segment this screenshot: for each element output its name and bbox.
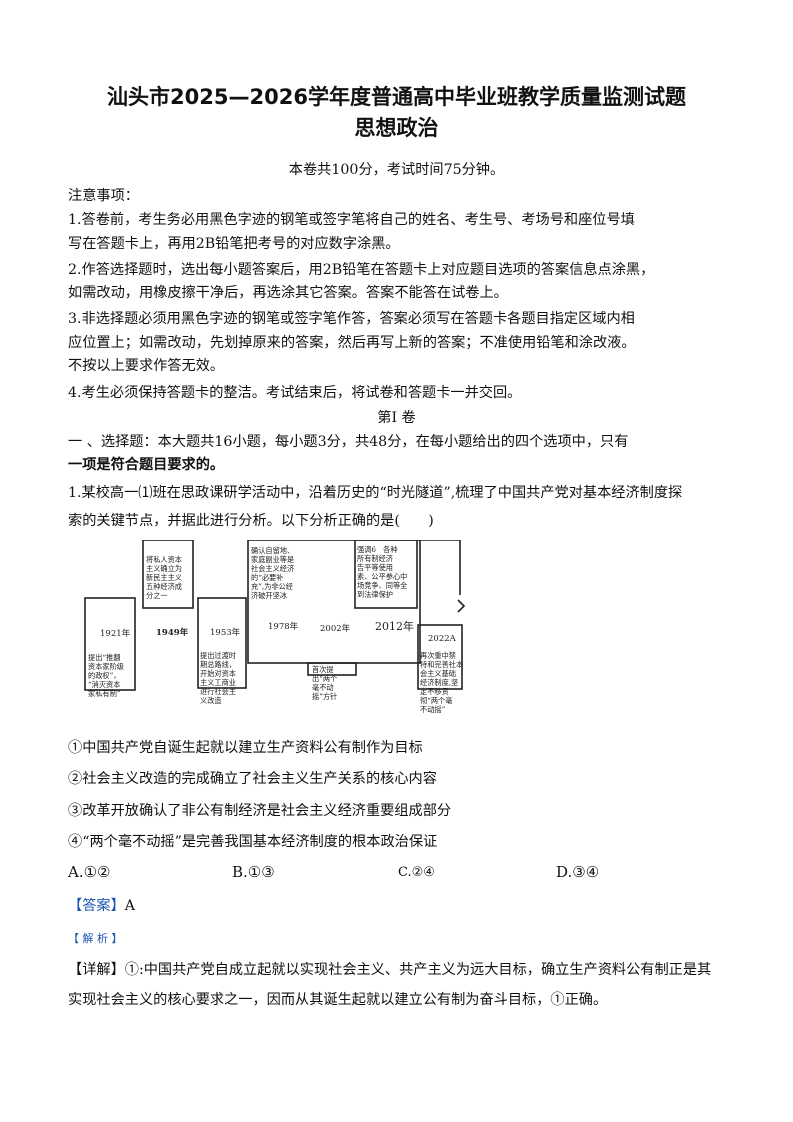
volume-heading: 第I 卷 (377, 410, 416, 426)
notice-4-line: 4.考生必须保持答题卡的整洁。考试结束后，将试卷和答题卡一并交回。 (68, 385, 522, 401)
diagram-note-1953: 开始对资本 (200, 669, 236, 678)
diagram-note-2022: 经济制度,坚 (420, 678, 458, 687)
subject-title: 思想政治 (354, 116, 439, 140)
box-1949 (142, 540, 194, 609)
statement-2: ②社会主义改造的完成确立了社会主义生产关系的核心内容 (68, 771, 437, 787)
diagram-note-2002: 毫不动 (312, 683, 334, 692)
diagram-note-2022: 特和完善社本 (420, 660, 463, 669)
notice-3-line: 应位置上；如需改动，先划掉原来的答案，然后再写上新的答案；不准使用铅笔和涂改液。 (68, 335, 636, 351)
diagram-note-1953: 义改造 (200, 696, 222, 705)
timeline-diagram: 1921年 1949年 1953年 1978年 2002年 2012年 2022… (84, 540, 466, 714)
diagram-note-2012: 到法律保护 (357, 590, 393, 599)
detail-line: 【详解】①:中国共产党自成立起就以实现社会主义、共产主义为远大目标，确立生产资料… (68, 962, 712, 978)
diagram-note-1978: 的“必要补 (251, 573, 283, 582)
diagram-note-2022: 会主义基础 (420, 669, 456, 678)
exam-info: 本卷共100分，考试时间75分钟。 (288, 162, 505, 178)
diagram-note-1921: 资本家阶级 (88, 662, 124, 671)
diagram-note-2002: 出“两个 (312, 674, 337, 683)
detail-line: 实现社会主义的核心要求之一，因而从其诞生起就以建立公有制为奋斗目标，①正确。 (68, 992, 608, 1008)
diagram-note-1949: 分之一 (146, 591, 168, 600)
box-2012 (354, 540, 418, 609)
diagram-note-2012: 素、公平参心中 (357, 572, 407, 581)
diagram-note-2022: 定不移贯 (420, 687, 449, 696)
answer-label: 【答案】 (68, 898, 125, 914)
choice-c[interactable]: C.②④ (398, 865, 435, 880)
diagram-note-1978: 家庭副业等是 (251, 555, 294, 564)
box-2002 (307, 662, 357, 676)
box-2022 (417, 624, 463, 690)
statement-3: ③改革开放确认了非公有制经济是社会主义经济重要组成部分 (68, 803, 452, 819)
diagram-note-1953: 期总路线， (200, 660, 236, 669)
notice-2-line: 2.作答选择题时，选出每小题答案后，用2B铅笔在答题卡上对应题目选项的答案信息点… (68, 262, 655, 278)
answer-value: A (124, 898, 136, 914)
diagram-note-2022: 彻“两个毫 (420, 696, 452, 705)
box-1953 (197, 597, 247, 689)
diagram-note-2012: 所有制经济 (357, 554, 393, 563)
diagram-note-1949: 主义确立为 (146, 564, 182, 573)
diagram-note-1978: 社会主义经济 (251, 564, 294, 573)
diagram-note-1921: 提出“推翻 (88, 653, 120, 662)
answer-row: 【答案】A (68, 897, 135, 915)
diagram-note-1978: 济破开坚冰 (251, 591, 287, 600)
notice-1-line: 写在答题卡上，再用2B铅笔把考号的对应数字涂黑。 (68, 236, 400, 252)
year-2022: 2022A (428, 634, 457, 644)
diagram-note-2002: 首次提 (312, 665, 334, 674)
diagram-note-2022: 再次重中禁 (420, 651, 456, 660)
diagram-note-1921: 家私有制” (88, 689, 121, 698)
diagram-note-2002: 摇”方针 (312, 692, 337, 701)
notice-heading: 注意事项： (68, 188, 139, 204)
diagram-note-1949: 将私人资本 (146, 555, 182, 564)
section-instructions: 一 、选择题：本大题共16小题，每小题3分，共48分，在每小题给出的四个选项中，… (68, 434, 629, 450)
diagram-note-2012: 场竞争、同等全 (357, 581, 408, 590)
diagram-note-1978: 确认自留地、 (251, 546, 294, 555)
box-1921 (84, 597, 136, 691)
section-instructions-bold: 一项是符合题目要求的。 (68, 457, 225, 473)
diagram-note-1978: 充”,为非公经 (251, 582, 293, 591)
diagram-note-2012: 强调6 各种 (357, 545, 398, 554)
notice-3-line: 3.非选择题必须用黑色字迹的钢笔或签字笔作答，答案必须写在答题卡各题目指定区域内… (68, 311, 635, 327)
notice-3-line: 不按以上要求作答无效。 (68, 358, 225, 374)
notice-2-line: 如需改动，用橡皮擦干净后，再选涂其它答案。答案不能答在试卷上。 (68, 285, 508, 301)
notice-1-line: 1.答卷前，考生务必用黑色字迹的钢笔或签字笔将自己的姓名、考生号、考场号和座位号… (68, 212, 635, 228)
diagram-note-2022: 不动摇” (420, 705, 446, 714)
choice-a[interactable]: A.①② (68, 863, 111, 881)
choice-d[interactable]: D.③④ (556, 863, 600, 881)
analysis-label: 【 解 析 】 (68, 932, 123, 945)
diagram-note-1949: 五种经济成 (146, 582, 182, 591)
year-2012: 2012年 (375, 619, 414, 633)
year-1921: 1921年 (100, 628, 131, 639)
exam-title: 汕头市2025—2026学年度普通高中毕业班教学质量监测试题 (107, 85, 686, 109)
statement-1: ①中国共产党自诞生起就以建立生产资料公有制作为目标 (68, 740, 423, 756)
question-stem: 索的关键节点，并据此进行分析。以下分析正确的是( ) (68, 513, 434, 529)
diagram-note-2012: 告平等使用 (357, 563, 393, 572)
diagram-note-1953: 提出过渡时 (200, 651, 236, 660)
choice-b[interactable]: B.①③ (232, 863, 275, 881)
year-1978: 1978年 (268, 621, 299, 632)
statement-4: ④“两个毫不动摇”是完善我国基本经济制度的根本政治保证 (68, 834, 438, 850)
year-1949: 1949年 (156, 627, 189, 638)
year-1953: 1953年 (210, 627, 241, 638)
question-stem: 1.某校高一⑴班在思政课研学活动中，沿着历史的“时光隧道”,梳理了中国共产党对基… (68, 485, 683, 501)
diagram-note-1953: 进行社会主 (200, 687, 236, 696)
year-2002: 2002年 (320, 623, 351, 634)
diagram-note-1921: “消灭资本 (88, 680, 120, 689)
diagram-note-1949: 新民主主义 (146, 573, 182, 582)
diagram-note-1953: 主义工商业 (200, 678, 236, 687)
diagram-note-1921: 的政权”， (88, 671, 120, 680)
